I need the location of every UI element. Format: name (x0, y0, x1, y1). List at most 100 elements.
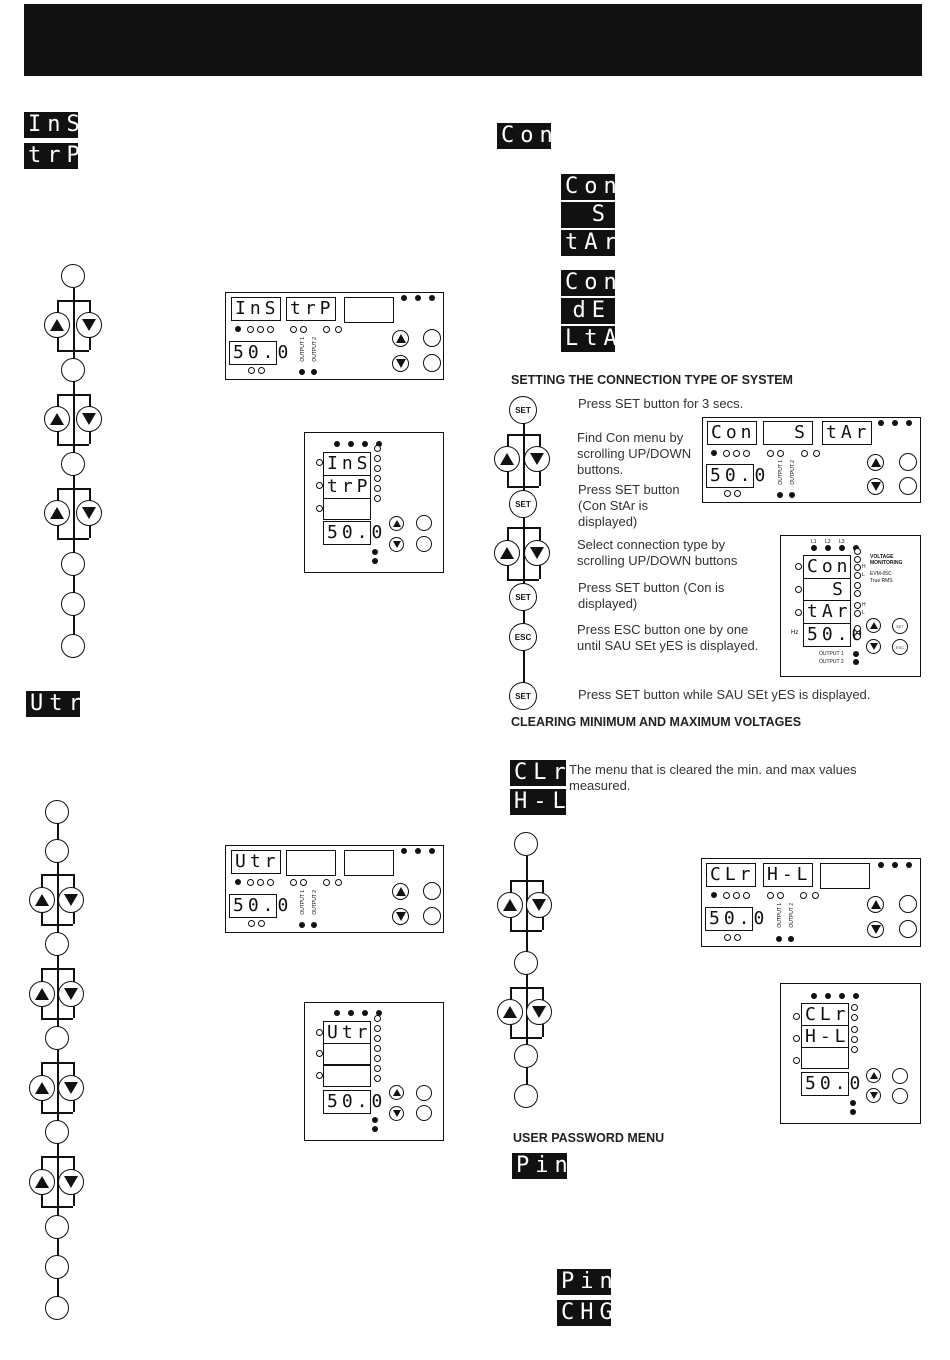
up-arrow-icon (35, 1082, 49, 1094)
display-2: H-L (801, 1025, 849, 1049)
led-off (854, 582, 861, 589)
set-button[interactable]: SET (509, 682, 537, 710)
esc-button-small[interactable] (416, 536, 432, 552)
up-button[interactable] (867, 896, 884, 913)
set-button-small[interactable] (423, 882, 441, 900)
down-button[interactable] (866, 1088, 881, 1103)
flow-button-empty[interactable] (61, 634, 85, 658)
esc-button-small[interactable] (899, 477, 917, 495)
down-button[interactable] (867, 478, 884, 495)
up-button[interactable] (29, 1075, 55, 1101)
led (429, 295, 435, 301)
set-button[interactable]: SET (509, 583, 537, 611)
down-button[interactable] (58, 887, 84, 913)
set-button-small[interactable] (892, 1068, 908, 1084)
heading-clearing: CLEARING MINIMUM AND MAXIMUM VOLTAGES (511, 715, 802, 729)
flow-button-empty[interactable] (514, 832, 538, 856)
down-button[interactable] (392, 908, 409, 925)
flow-button-empty[interactable] (514, 951, 538, 975)
led (878, 862, 884, 868)
up-button[interactable] (44, 406, 70, 432)
set-button-small[interactable] (416, 515, 432, 531)
set-button[interactable]: SET (509, 490, 537, 518)
up-button[interactable] (866, 1068, 881, 1083)
flow-button-empty[interactable] (45, 839, 69, 863)
down-button[interactable] (392, 355, 409, 372)
set-button-small[interactable]: SET (892, 618, 908, 634)
up-button[interactable] (389, 1085, 404, 1100)
esc-button-small[interactable] (899, 920, 917, 938)
down-button[interactable] (524, 540, 550, 566)
down-button[interactable] (58, 981, 84, 1007)
down-button[interactable] (389, 537, 404, 552)
flow-button-empty[interactable] (61, 452, 85, 476)
set-button-small[interactable] (416, 1085, 432, 1101)
down-button[interactable] (867, 921, 884, 938)
led-off (258, 920, 265, 927)
down-button[interactable] (76, 406, 102, 432)
down-button[interactable] (76, 500, 102, 526)
esc-button-small[interactable] (416, 1105, 432, 1121)
up-button[interactable] (29, 981, 55, 1007)
esc-button-small[interactable] (892, 1088, 908, 1104)
flow-branch (57, 488, 89, 490)
up-button[interactable] (494, 446, 520, 472)
flow-button-empty[interactable] (45, 1026, 69, 1050)
up-button[interactable] (497, 892, 523, 918)
display-2: S (763, 421, 813, 445)
down-button[interactable] (866, 639, 881, 654)
flow-button-empty[interactable] (45, 1296, 69, 1320)
down-button[interactable] (526, 999, 552, 1025)
flow-button-empty[interactable] (61, 592, 85, 616)
code-de: dE (561, 298, 615, 324)
led (311, 369, 317, 375)
up-button[interactable] (29, 1169, 55, 1195)
code-tar: tAr (561, 230, 617, 256)
set-button-small[interactable] (899, 453, 917, 471)
esc-button-small[interactable] (423, 907, 441, 925)
up-button[interactable] (867, 454, 884, 471)
flow-button-empty[interactable] (514, 1044, 538, 1068)
flow-branch (510, 1037, 542, 1039)
led-off (316, 1072, 323, 1079)
up-button[interactable] (866, 618, 881, 633)
led (839, 993, 845, 999)
esc-button[interactable]: ESC (509, 623, 537, 651)
down-button[interactable] (58, 1075, 84, 1101)
step-text: Press SET button (Con is displayed) (578, 580, 725, 611)
flow-button-empty[interactable] (45, 932, 69, 956)
flow-button-empty[interactable] (61, 264, 85, 288)
flow-button-empty[interactable] (45, 1255, 69, 1279)
flow-button-empty[interactable] (45, 1215, 69, 1239)
heading-connection: SETTING THE CONNECTION TYPE OF SYSTEM (511, 373, 793, 387)
l-label: L (862, 572, 865, 578)
up-button[interactable] (494, 540, 520, 566)
led-off (851, 1014, 858, 1021)
set-button-small[interactable] (899, 895, 917, 913)
down-button[interactable] (389, 1106, 404, 1121)
up-button[interactable] (392, 883, 409, 900)
up-button[interactable] (44, 500, 70, 526)
esc-button-small[interactable] (423, 354, 441, 372)
flow-button-empty[interactable] (514, 1084, 538, 1108)
display-1: CLr (706, 863, 756, 887)
down-button[interactable] (524, 446, 550, 472)
flow-button-empty[interactable] (61, 358, 85, 382)
down-button[interactable] (526, 892, 552, 918)
display-2 (286, 850, 336, 876)
flow-button-empty[interactable] (45, 800, 69, 824)
down-button[interactable] (76, 312, 102, 338)
esc-button-small[interactable]: ESC (892, 639, 908, 655)
up-button[interactable] (29, 887, 55, 913)
up-button[interactable] (389, 516, 404, 531)
device-panel-horizontal: Utr 50.0 OUTPUT 1 OUTPUT 2 (225, 845, 444, 933)
set-button-small[interactable] (423, 329, 441, 347)
up-button[interactable] (392, 330, 409, 347)
set-button[interactable]: SET (509, 396, 537, 424)
down-button[interactable] (58, 1169, 84, 1195)
up-button[interactable] (44, 312, 70, 338)
flow-button-empty[interactable] (45, 1120, 69, 1144)
flow-button-empty[interactable] (61, 552, 85, 576)
up-button[interactable] (497, 999, 523, 1025)
display-3 (323, 498, 371, 520)
